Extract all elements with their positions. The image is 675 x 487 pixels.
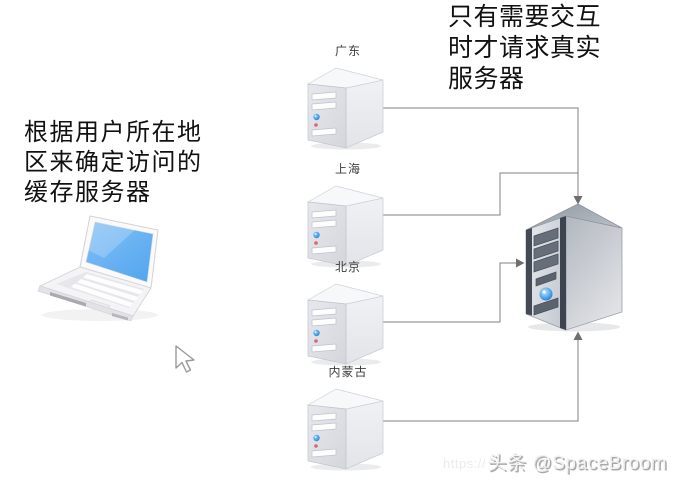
cache-server-label: 广东	[334, 44, 361, 58]
origin-server-tower-icon	[525, 203, 623, 332]
cache-server-label: 北京	[334, 260, 361, 274]
watermark-credit: 头条 @SpaceBroom	[487, 453, 667, 474]
laptop-icon	[37, 215, 159, 322]
cache-server-guangdong: 广东	[306, 44, 390, 150]
watermark-url: https://	[443, 456, 487, 471]
connector-guangdong-to-origin	[380, 107, 579, 196]
server-tower-icon	[306, 180, 386, 268]
cache-server-neimenggu: 内蒙古	[306, 365, 390, 471]
arrowhead-down-icon	[573, 196, 583, 205]
mouse-pointer-icon	[172, 344, 198, 376]
cache-server-beijing: 北京	[306, 260, 390, 366]
client-laptop	[34, 212, 174, 322]
connector-neimenggu-to-origin	[380, 340, 579, 422]
connector-beijing-to-origin	[380, 262, 516, 323]
server-tower-icon	[306, 62, 386, 150]
note-origin-request: 只有需要交互 时才请求真实 服务器	[448, 3, 602, 93]
cache-server-label: 内蒙古	[328, 365, 368, 379]
arrowhead-right-icon	[516, 258, 525, 268]
note-cache-selection: 根据用户所在地 区来确定访问的 缓存服务器	[24, 119, 203, 206]
cache-server-label: 上海	[334, 162, 361, 176]
cache-server-shanghai: 上海	[306, 162, 390, 268]
server-tower-icon	[306, 383, 386, 471]
origin-server	[524, 200, 624, 332]
arrowhead-up-icon	[573, 331, 583, 340]
server-tower-icon	[306, 278, 386, 366]
connector-shanghai-to-origin	[380, 172, 578, 216]
